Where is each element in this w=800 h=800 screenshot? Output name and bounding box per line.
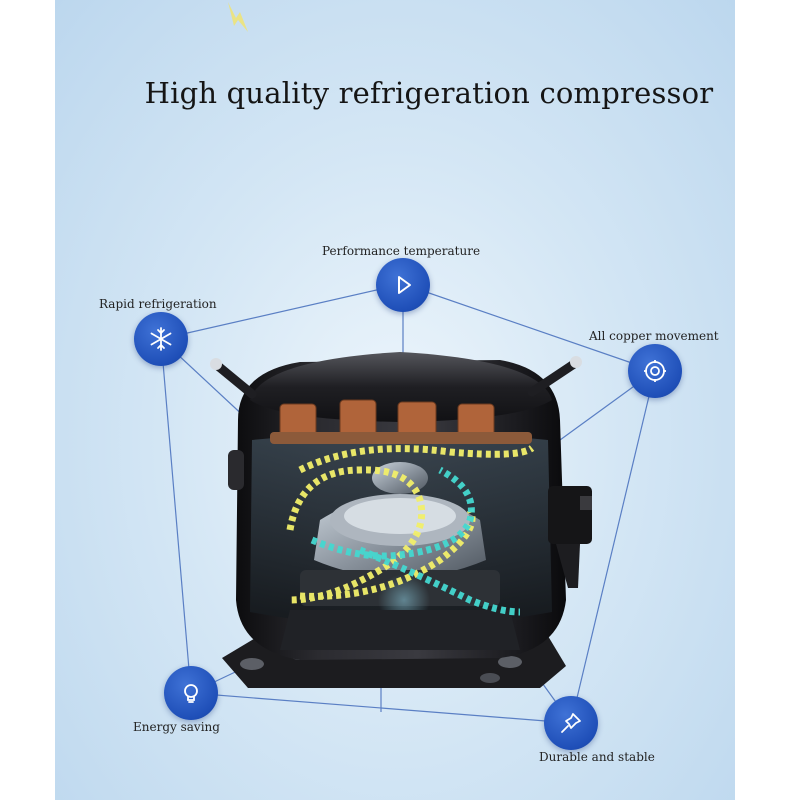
lightbulb-icon xyxy=(184,684,198,703)
page-title: High quality refrigeration compressor xyxy=(144,76,714,110)
rapid-refrigeration-node[interactable] xyxy=(134,312,188,366)
flow-arrows-cyan xyxy=(310,466,521,616)
all-copper-movement-label: All copper movement xyxy=(589,329,719,343)
energy-saving-node[interactable] xyxy=(164,666,218,720)
rapid-refrigeration-label: Rapid refrigeration xyxy=(99,297,217,311)
performance-temperature-node[interactable] xyxy=(376,258,430,312)
compressor-body xyxy=(210,352,592,660)
pushpin-icon xyxy=(561,713,581,733)
all-copper-movement-node[interactable] xyxy=(628,344,682,398)
gear-icon xyxy=(644,360,666,382)
sparkle-decoration xyxy=(228,2,248,32)
energy-saving-label: Energy saving xyxy=(133,720,220,734)
performance-temperature-label: Performance temperature xyxy=(322,244,481,258)
durable-stable-node[interactable] xyxy=(544,696,598,750)
durable-stable-label: Durable and stable xyxy=(539,750,655,764)
play-icon xyxy=(398,276,411,294)
snowflake-icon xyxy=(150,327,172,351)
